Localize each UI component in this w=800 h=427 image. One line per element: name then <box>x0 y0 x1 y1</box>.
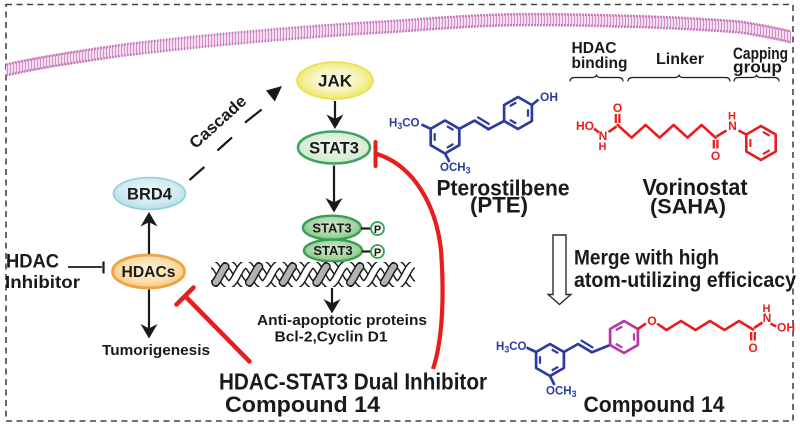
svg-text:(SAHA): (SAHA) <box>650 196 726 219</box>
svg-text:HDAC: HDAC <box>572 40 617 57</box>
svg-text:(PTE): (PTE) <box>470 193 528 218</box>
svg-text:OH: OH <box>777 321 795 335</box>
svg-text:Compound 14: Compound 14 <box>225 392 380 417</box>
svg-text:Linker: Linker <box>656 51 704 68</box>
svg-text:Capping: Capping <box>733 44 788 63</box>
svg-text:Inhibitor: Inhibitor <box>5 272 80 292</box>
svg-text:STAT3: STAT3 <box>313 243 352 258</box>
svg-text:N: N <box>728 119 737 133</box>
svg-text:H3CO: H3CO <box>496 341 527 355</box>
svg-text:HO: HO <box>576 119 594 133</box>
svg-text:H: H <box>728 111 736 123</box>
svg-text:N: N <box>599 129 608 143</box>
svg-text:HDAC-STAT3 Dual Inhibitor: HDAC-STAT3 Dual Inhibitor <box>219 369 487 395</box>
svg-text:N: N <box>763 311 772 325</box>
svg-text:OCH3: OCH3 <box>440 162 471 176</box>
svg-text:Merge with high: Merge with high <box>574 246 719 270</box>
svg-text:O: O <box>647 314 656 328</box>
svg-text:H: H <box>599 141 607 153</box>
svg-text:STAT3: STAT3 <box>312 221 351 236</box>
svg-text:P: P <box>374 224 381 236</box>
svg-text:O: O <box>711 149 720 163</box>
svg-text:Compound 14: Compound 14 <box>584 392 725 417</box>
svg-text:Bcl-2,Cyclin D1: Bcl-2,Cyclin D1 <box>275 330 388 346</box>
svg-text:BRD4: BRD4 <box>127 186 173 204</box>
svg-text:Anti-apoptotic proteins: Anti-apoptotic proteins <box>257 313 427 329</box>
svg-text:Tumorigenesis: Tumorigenesis <box>102 343 210 359</box>
svg-text:Vorinostat: Vorinostat <box>643 174 748 200</box>
svg-text:HDACs: HDACs <box>122 264 176 281</box>
svg-text:atom-utilizing efficicacy: atom-utilizing efficicacy <box>574 268 796 292</box>
svg-text:OH: OH <box>540 90 558 104</box>
svg-text:STAT3: STAT3 <box>309 140 359 158</box>
svg-text:JAK: JAK <box>318 72 353 91</box>
svg-text:O: O <box>748 341 757 355</box>
svg-text:O: O <box>613 101 622 115</box>
svg-text:H3CO: H3CO <box>389 118 420 132</box>
svg-text:group: group <box>733 58 782 77</box>
svg-text:Pterostilbene: Pterostilbene <box>437 175 570 200</box>
svg-text:H: H <box>763 303 771 315</box>
svg-text:HDAC: HDAC <box>6 252 59 273</box>
svg-text:P: P <box>374 247 381 259</box>
svg-text:OCH3: OCH3 <box>546 386 577 400</box>
svg-text:binding: binding <box>572 55 628 72</box>
